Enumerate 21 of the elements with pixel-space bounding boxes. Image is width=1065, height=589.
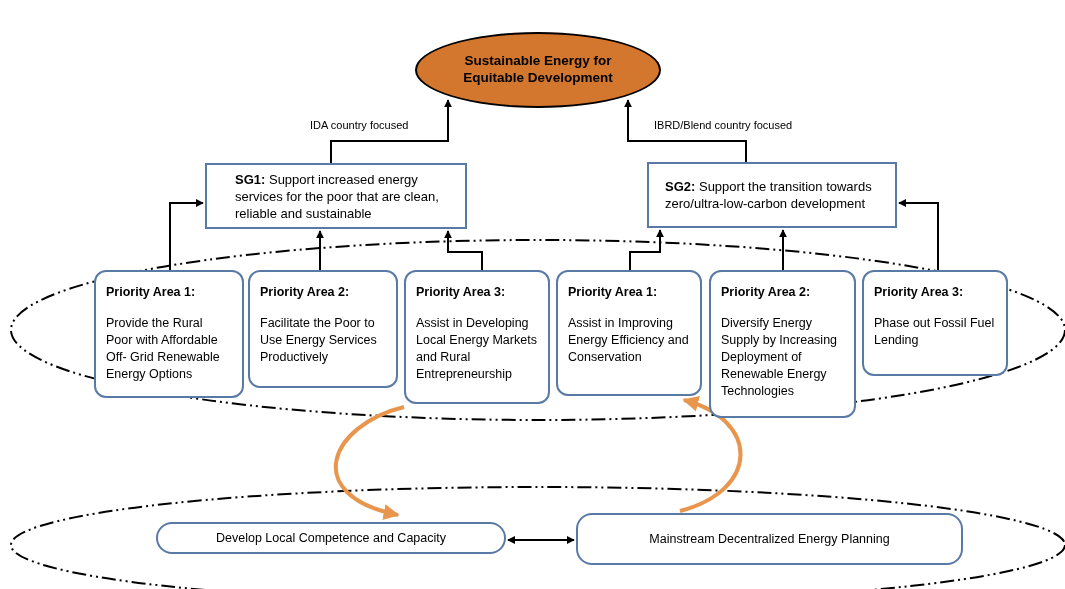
arrow: [624, 99, 747, 163]
arrow: [316, 230, 324, 271]
arrow: [330, 99, 452, 164]
action-box: Develop Local Competence and Capacity: [156, 522, 506, 554]
arrow: [334, 405, 405, 519]
arrow: [507, 536, 575, 544]
arrow: [629, 229, 664, 271]
priority-box: Priority Area 2: Facilitate the Poor to Use Energy Services Productively: [248, 270, 398, 388]
priority-box: Priority Area 3: Assist in Developing Local Energy Markets and Rural Entrepreneurship: [404, 270, 550, 404]
priority-box: Priority Area 1: Provide the Rural Poor with Affordable Off- Grid Renewable Energy Options: [94, 270, 244, 398]
priority-box: Priority Area 1: Assist in Improving Energy Efficiency and Conservation: [556, 270, 702, 396]
goal-box: SG1: Support increased energy services for the poor that are clean, reliable and sustainable: [205, 163, 467, 229]
goal-ellipse: Sustainable Energy for Equitable Development: [415, 32, 661, 108]
arrow: [169, 199, 204, 271]
priority-box: Priority Area 3: Phase out Fossil Fuel Lending: [862, 270, 1008, 376]
goal-box: SG2: Support the transition towards zero/ultra-low-carbon development: [647, 162, 897, 228]
priority-box: Priority Area 2: Diversify Energy Supply by Increasing Deployment of Renewable Energy Technologies: [709, 270, 856, 418]
arrow: [898, 199, 939, 271]
action-box: Mainstream Decentralized Energy Planning: [576, 513, 963, 565]
arrow: [444, 230, 483, 271]
arrow: [779, 229, 787, 271]
